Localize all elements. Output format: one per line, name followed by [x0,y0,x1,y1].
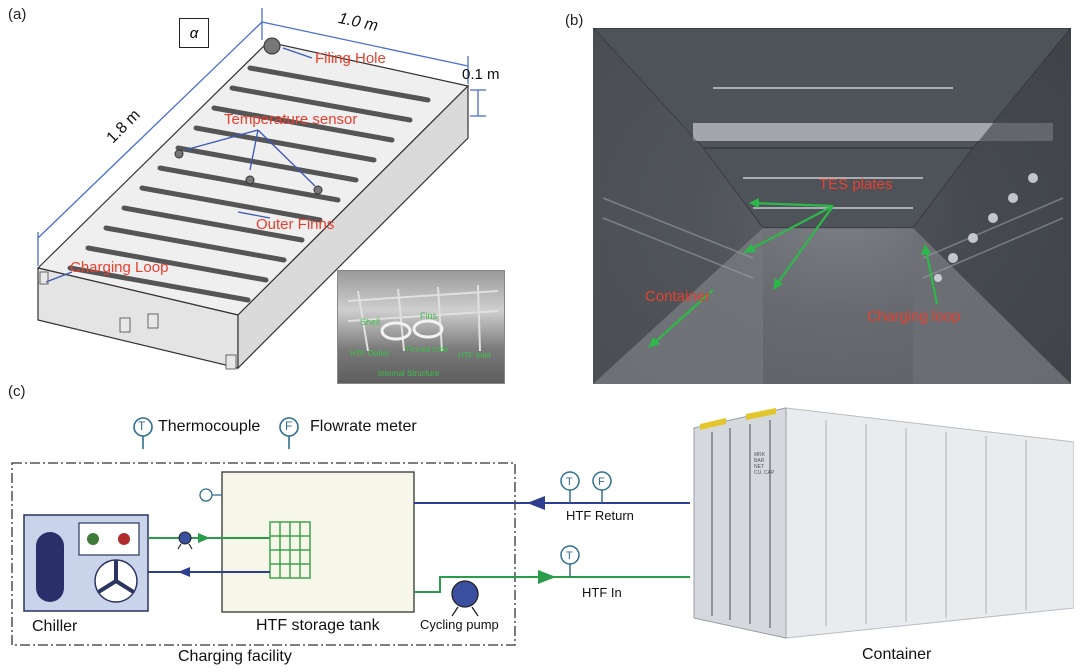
container-interior-label: Container [645,288,711,305]
htf-storage-tank [221,471,415,613]
return-flowmeter: F [592,471,612,503]
container-exterior-photo: MRK BAR NET CU. CAP [686,402,1075,640]
legend-flowrate-label: Flowrate meter [310,418,417,435]
panel-label-b: (b) [565,12,584,29]
return-arrow-icon [178,567,190,577]
chiller-pump-icon [177,531,193,550]
tes-plates-label: TES plates [819,176,893,193]
legend-flowrate: F Flowrate meter [278,416,417,450]
svg-text:F: F [598,476,605,488]
charging-facility-label: Charging facility [178,648,292,665]
chiller-tank-icon [36,532,64,602]
inset-htf-inlet-label: HTF Inlet [458,351,491,360]
htf-return-arrow-icon [527,496,545,510]
legend-thermocouple: T Thermocouple [132,416,260,450]
chiller-label: Chiller [32,618,78,635]
flowrate-symbol [279,417,299,449]
container-interior-photo: TES plates Container Charging loop [593,28,1071,384]
tes-plate-drawing [36,8,486,370]
inset-drawing [347,284,499,352]
charging-loop-label: Charging Loop [70,259,169,276]
htf-return-label: HTF Return [566,508,634,523]
inset-internal-label: Internal Structure [378,369,440,378]
panel-label-c: (c) [8,383,26,400]
heat-exchanger-coil [269,521,311,579]
filling-hole [263,37,281,55]
outer-fins [67,65,431,303]
inset-htf-outlet-label: HTF Outlet [350,349,390,358]
svg-text:T: T [566,476,573,488]
filling-hole-label: Filing Hole [315,50,386,67]
tank-thermocouple [199,488,222,502]
charging-loop-ports [39,271,237,370]
chiller-fan-icon [94,559,138,603]
temperature-sensors [174,149,323,195]
cycling-pump-icon [451,580,479,617]
chiller-red-light [118,533,130,545]
legend-f-symbol: F [285,419,293,433]
tank-label: HTF storage tank [256,617,380,634]
inset-shell-label: Shell [360,317,381,327]
inset-fins-label: Fins [420,311,438,321]
legend-thermocouple-label: Thermocouple [158,418,261,435]
charging-loop-photo-label: Charging loop [867,308,961,325]
charging-facility-boundary [11,462,516,646]
htf-in-label: HTF In [582,585,622,600]
inset-photo: Shell Fins HTF Outlet Finned tube HTF In… [337,270,505,384]
panel-label-a: (a) [8,6,27,23]
container-label: Container [862,646,932,663]
supply-arrow-icon [198,533,210,543]
container-drawing [693,407,1075,639]
chiller-green-light [87,533,99,545]
container-marking: MRK BAR NET CU. CAP [754,452,775,476]
alpha-label: α [189,24,199,42]
alpha-box: α [179,18,209,48]
in-thermocouple: T [560,545,580,577]
height-dimension: 0.1 m [462,66,500,83]
return-thermocouple: T [560,471,580,503]
thermocouple-symbol [133,417,153,449]
svg-text:T: T [566,550,573,562]
legend-t-symbol: T [138,419,146,433]
interior-drawing [593,28,1071,384]
charging-schematic: T F T [11,462,690,646]
htf-in-arrow-icon [538,570,556,584]
temperature-sensor-label: Temperature sensor [224,111,358,128]
cycling-pump-label: Cycling pump [420,617,499,632]
inset-finned-tube-label: Finned tube [406,345,449,354]
outer-finns-label: Outer Finns [256,216,335,233]
